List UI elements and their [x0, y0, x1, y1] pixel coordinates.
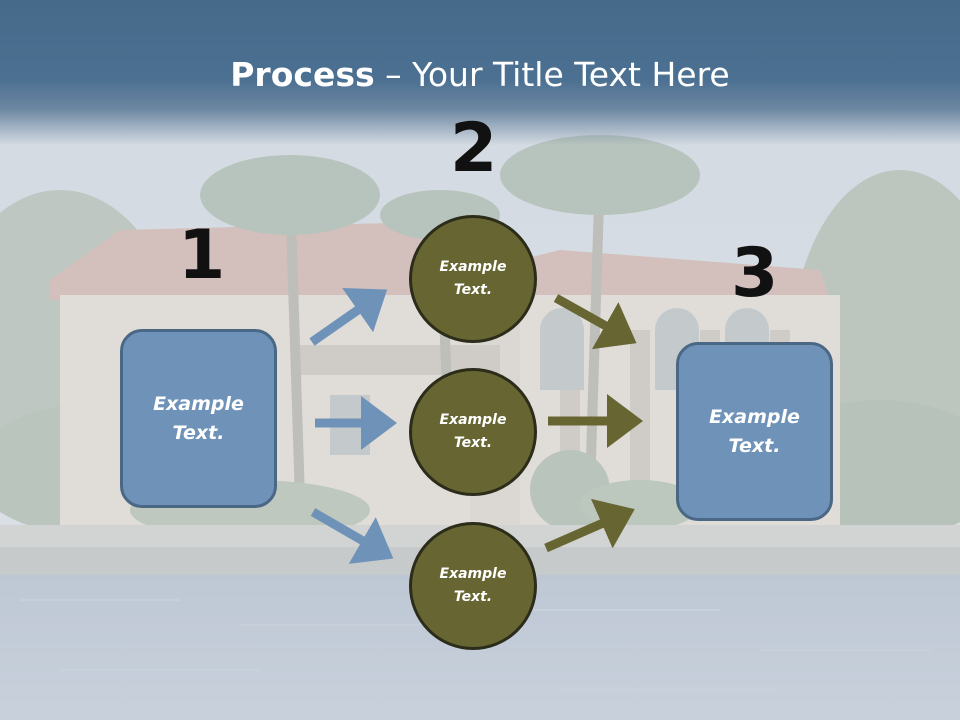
- arrow-box-to-circle-top: [309, 288, 388, 346]
- title-rest: – Your Title Text Here: [374, 55, 730, 94]
- arrow-box-to-circle-bottom: [310, 508, 394, 564]
- step-number-1: 1: [178, 216, 226, 295]
- title-bold: Process: [230, 55, 375, 94]
- circle-bottom[interactable]: Example Text.: [409, 522, 537, 650]
- circle-top-text: Example Text.: [439, 259, 507, 298]
- step-number-2: 2: [450, 109, 498, 188]
- circle-bottom-text: Example Text.: [439, 566, 507, 605]
- circle-middle[interactable]: Example Text.: [409, 368, 537, 496]
- circle-top[interactable]: Example Text.: [409, 215, 537, 343]
- step-number-3: 3: [731, 234, 779, 313]
- slide-title: Process – Your Title Text Here: [0, 55, 960, 95]
- circle-middle-text: Example Text.: [439, 412, 507, 451]
- title-band: [0, 0, 960, 145]
- right-box-text: Example Text.: [709, 405, 800, 457]
- left-box-text: Example Text.: [153, 392, 244, 444]
- arrow-circle-bottom-to-box: [544, 498, 635, 553]
- left-text-box[interactable]: Example Text.: [120, 329, 277, 508]
- right-text-box[interactable]: Example Text.: [676, 342, 833, 521]
- arrow-circle-top-to-box: [553, 294, 637, 350]
